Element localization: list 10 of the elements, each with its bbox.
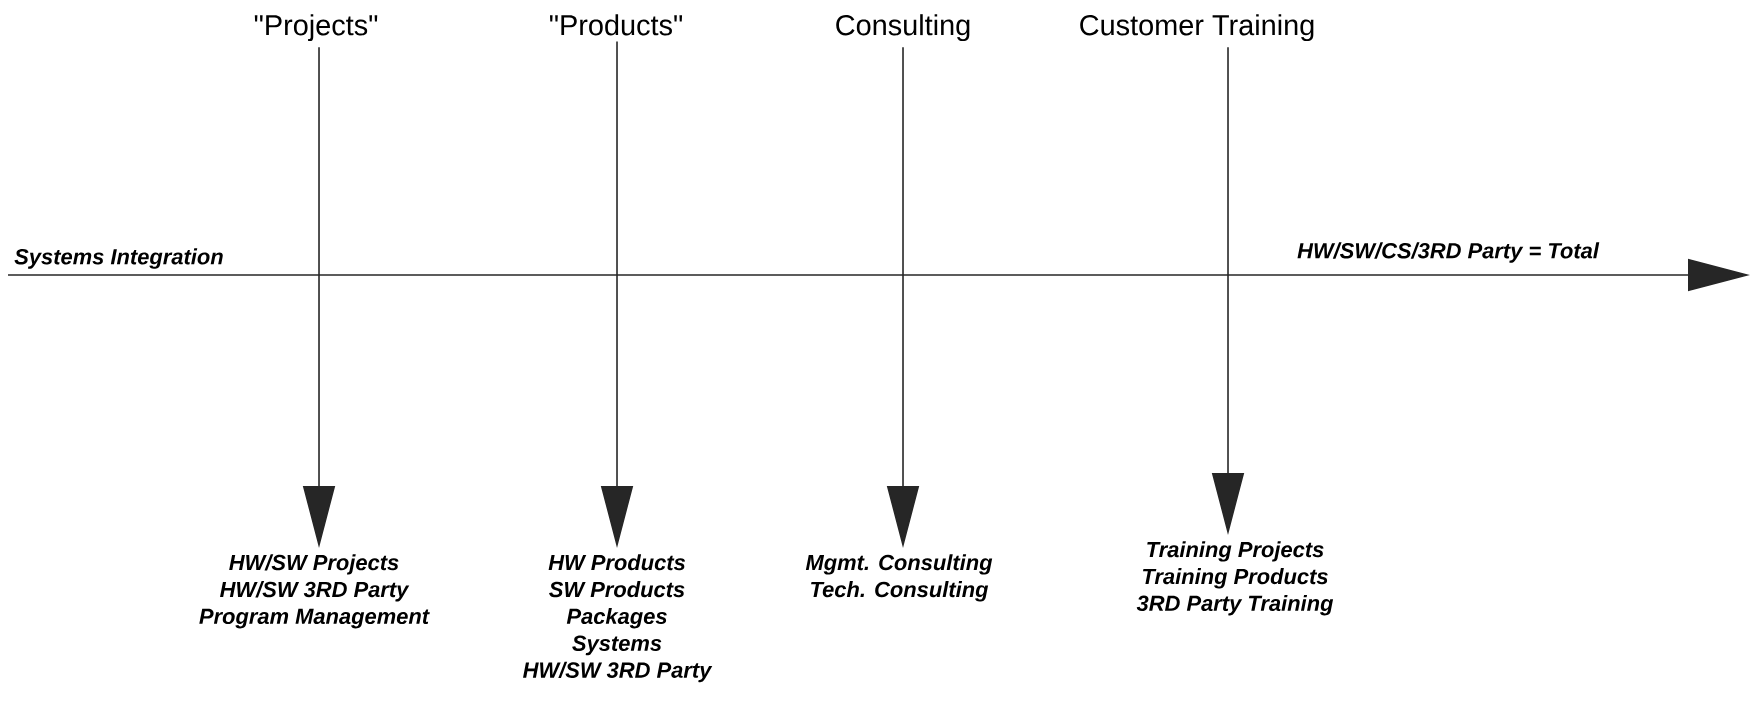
column-heading: Customer Training: [1080, 14, 1314, 42]
item-list: HW Products SW Products Packages Systems HW/SW 3RD Party: [523, 554, 713, 683]
item-list: Mgmt. Consulting Tech. Consulting: [805, 554, 993, 602]
column-heading: "Projects": [254, 14, 378, 42]
edge-label: HW/SW/CS/3RD Party = Total: [1297, 242, 1600, 263]
item-list: Training Projects Training Products 3RD Party Training: [1136, 541, 1334, 616]
item-list: HW/SW Projects HW/SW 3RD Party Program Management: [199, 554, 430, 629]
axis-label: Systems Integration: [14, 248, 223, 269]
column-heading: Consulting: [836, 14, 970, 42]
column-heading: "Products": [550, 14, 683, 36]
